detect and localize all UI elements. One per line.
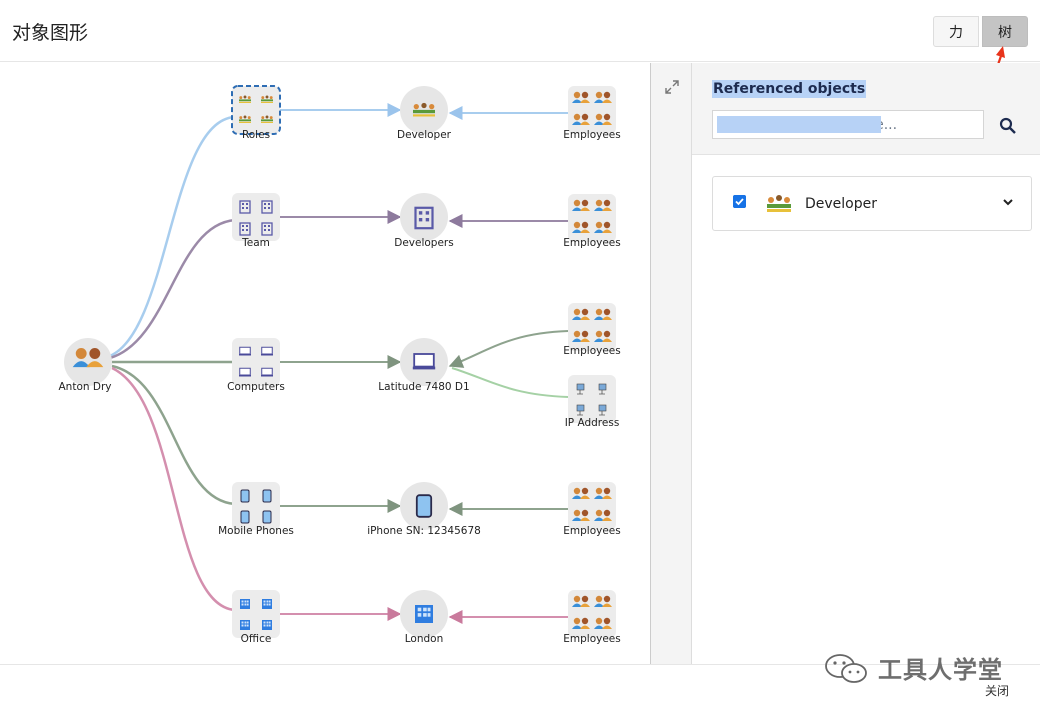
dialog-title: 对象图形: [12, 22, 89, 44]
node-employees-3[interactable]: Employees: [563, 303, 621, 357]
dialog-header: 对象图形 力 树: [0, 0, 1040, 62]
node-label-computers: Computers: [227, 381, 285, 393]
team-icon: [767, 195, 791, 212]
list-item[interactable]: Developer: [712, 176, 1032, 231]
edge-ip-latitude: [451, 367, 569, 398]
edge-root-roles: [109, 115, 236, 358]
dialog-footer: [0, 664, 1040, 711]
node-office[interactable]: Office: [232, 590, 280, 645]
edge-root-team: [109, 218, 236, 360]
object-graph[interactable]: Anton Dry Roles Team Computers: [0, 63, 650, 664]
close-button[interactable]: 关闭: [985, 684, 1010, 698]
node-label-root: Anton Dry: [59, 381, 112, 393]
node-iphone[interactable]: iPhone SN: 12345678: [367, 482, 481, 537]
node-label-london: London: [405, 633, 444, 645]
view-force-button[interactable]: 力: [933, 16, 979, 47]
node-anton-dry[interactable]: Anton Dry: [59, 338, 113, 393]
node-label-employees-1: Employees: [563, 129, 620, 141]
view-tree-button[interactable]: 树: [982, 16, 1028, 47]
node-label-employees-2: Employees: [563, 237, 620, 249]
node-roles[interactable]: Roles: [231, 85, 281, 141]
node-label-ip: IP Address: [565, 417, 620, 429]
node-team[interactable]: Team: [232, 193, 280, 249]
node-label-mobile: Mobile Phones: [218, 525, 294, 537]
node-developers[interactable]: Developers: [394, 193, 454, 249]
item-label: Developer: [805, 196, 878, 212]
node-label-iphone: iPhone SN: 12345678: [367, 525, 481, 537]
panel-search-area: Referenced objects: [692, 63, 1040, 155]
node-computers[interactable]: Computers: [227, 338, 285, 393]
node-london[interactable]: London: [400, 590, 448, 645]
panel-toolbar: [651, 63, 692, 664]
item-checkbox[interactable]: [733, 195, 746, 208]
edge-root-mobile: [111, 364, 236, 506]
node-label-employees-3: Employees: [563, 345, 620, 357]
node-label-developer: Developer: [397, 129, 452, 141]
node-mobile-phones[interactable]: Mobile Phones: [218, 482, 294, 537]
node-employees-4[interactable]: Employees: [563, 482, 621, 537]
node-label-employees-4: Employees: [563, 525, 620, 537]
node-label-office: Office: [241, 633, 272, 645]
edge-root-office: [111, 366, 236, 612]
node-ip-address[interactable]: IP Address: [565, 375, 620, 429]
node-employees-2[interactable]: Employees: [563, 194, 621, 249]
node-employees-1[interactable]: Employees: [563, 86, 621, 141]
referenced-objects-panel: Referenced objects Developer: [692, 63, 1040, 664]
watermark-text: 工具人学堂: [878, 656, 1003, 684]
search-input[interactable]: [712, 110, 984, 139]
node-developer[interactable]: Developer: [397, 86, 452, 141]
chevron-down-icon[interactable]: [1001, 195, 1015, 209]
panel-divider[interactable]: [650, 63, 651, 664]
node-latitude[interactable]: Latitude 7480 D1: [378, 338, 470, 393]
wechat-icon: [825, 654, 867, 683]
search-icon[interactable]: [998, 116, 1018, 136]
node-employees-5[interactable]: Employees: [563, 590, 621, 645]
node-label-developers: Developers: [394, 237, 453, 249]
expand-icon[interactable]: [664, 79, 680, 95]
edge-employees-latitude: [448, 330, 569, 368]
node-label-employees-5: Employees: [563, 633, 620, 645]
node-label-roles: Roles: [242, 129, 270, 141]
node-label-latitude: Latitude 7480 D1: [378, 381, 469, 393]
node-label-team: Team: [241, 237, 270, 249]
panel-title: Referenced objects: [712, 80, 867, 98]
